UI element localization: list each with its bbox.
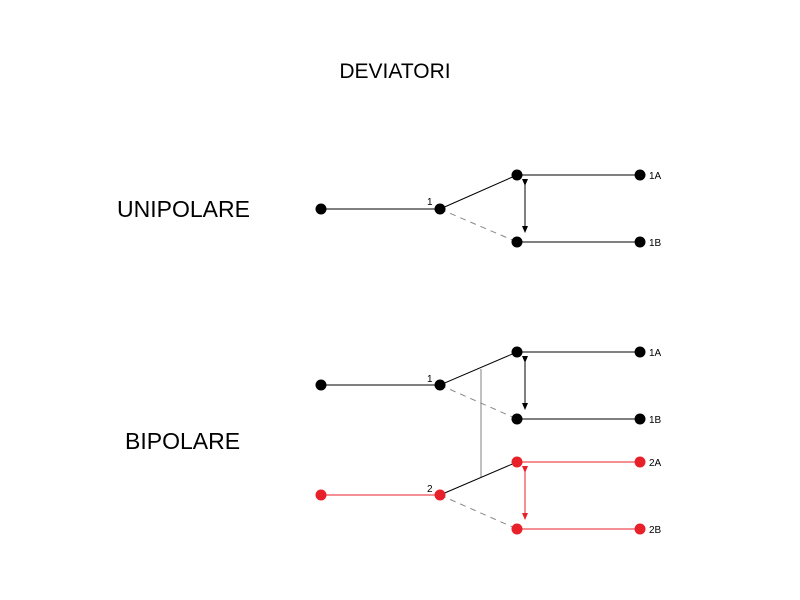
switch-blade-1 (439, 351, 518, 386)
input-terminal (315, 203, 327, 215)
pole-terminal-1 (434, 379, 446, 391)
open-contact-dash-2 (439, 494, 518, 530)
output-2b-label: 2B (649, 525, 662, 536)
contact-a-terminal (511, 169, 523, 181)
output-b-terminal (634, 236, 646, 248)
pole-terminal (434, 203, 446, 215)
open-contact-dash (439, 208, 518, 243)
pole-2-label: 2 (427, 484, 433, 495)
unipolare-label: UNIPOLARE (117, 196, 250, 222)
input-terminal-1 (315, 379, 327, 391)
output-1b-terminal (634, 413, 646, 425)
pole-1-label: 1 (427, 374, 433, 385)
open-contact-dash-1 (439, 384, 518, 420)
output-2b-terminal (634, 523, 646, 535)
switch-blade (439, 174, 518, 210)
contact-1b-terminal (511, 413, 523, 425)
output-1a-terminal (634, 346, 646, 358)
input-terminal-2 (315, 489, 327, 501)
contact-1a-terminal (511, 346, 523, 358)
output-2a-label: 2A (649, 458, 662, 469)
switch-blade-2 (439, 461, 518, 496)
pole-label: 1 (427, 197, 433, 208)
pole-terminal-2 (434, 489, 446, 501)
output-1b-label: 1B (649, 415, 662, 426)
contact-2a-terminal (511, 456, 523, 468)
diagram-title: DEVIATORI (339, 60, 451, 83)
output-2a-terminal (634, 456, 646, 468)
output-1a-label: 1A (649, 348, 662, 359)
unipolare-switch: 1 1A 1B (315, 169, 662, 249)
bipolare-switch: 1 1A 1B 2 2A 2B (315, 346, 662, 536)
contact-b-terminal (511, 236, 523, 248)
output-b-label: 1B (649, 238, 662, 249)
output-a-label: 1A (649, 171, 662, 182)
output-a-terminal (634, 169, 646, 181)
contact-2b-terminal (511, 523, 523, 535)
bipolare-label: BIPOLARE (125, 428, 241, 454)
